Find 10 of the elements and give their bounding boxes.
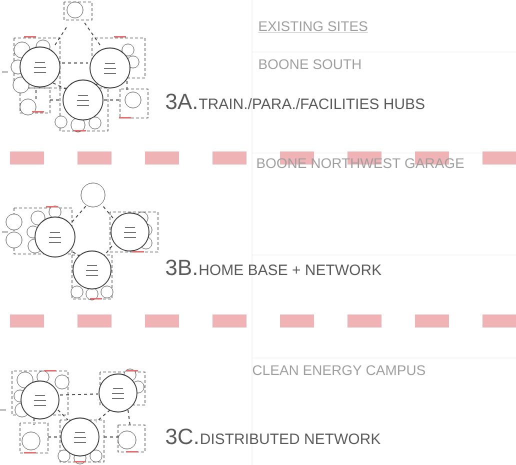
faded-text: CLEAN ENERGY CAMPUS (252, 365, 426, 376)
option-title: HOME BASE + NETWORK (200, 264, 382, 276)
faded-text: EXISTING SITES (258, 21, 368, 33)
option-title: DISTRIBUTED NETWORK (201, 434, 380, 444)
faded-text: BOONE SOUTH (259, 59, 360, 70)
faded-text: BOONE NORTHWEST GARAGE (257, 158, 464, 168)
option-number: 3C. (166, 428, 198, 444)
option-title: TRAIN./PARA./FACILITIES HUBS (198, 98, 424, 110)
option-number: 3A. (166, 94, 196, 110)
option-number: 3B. (166, 260, 196, 276)
